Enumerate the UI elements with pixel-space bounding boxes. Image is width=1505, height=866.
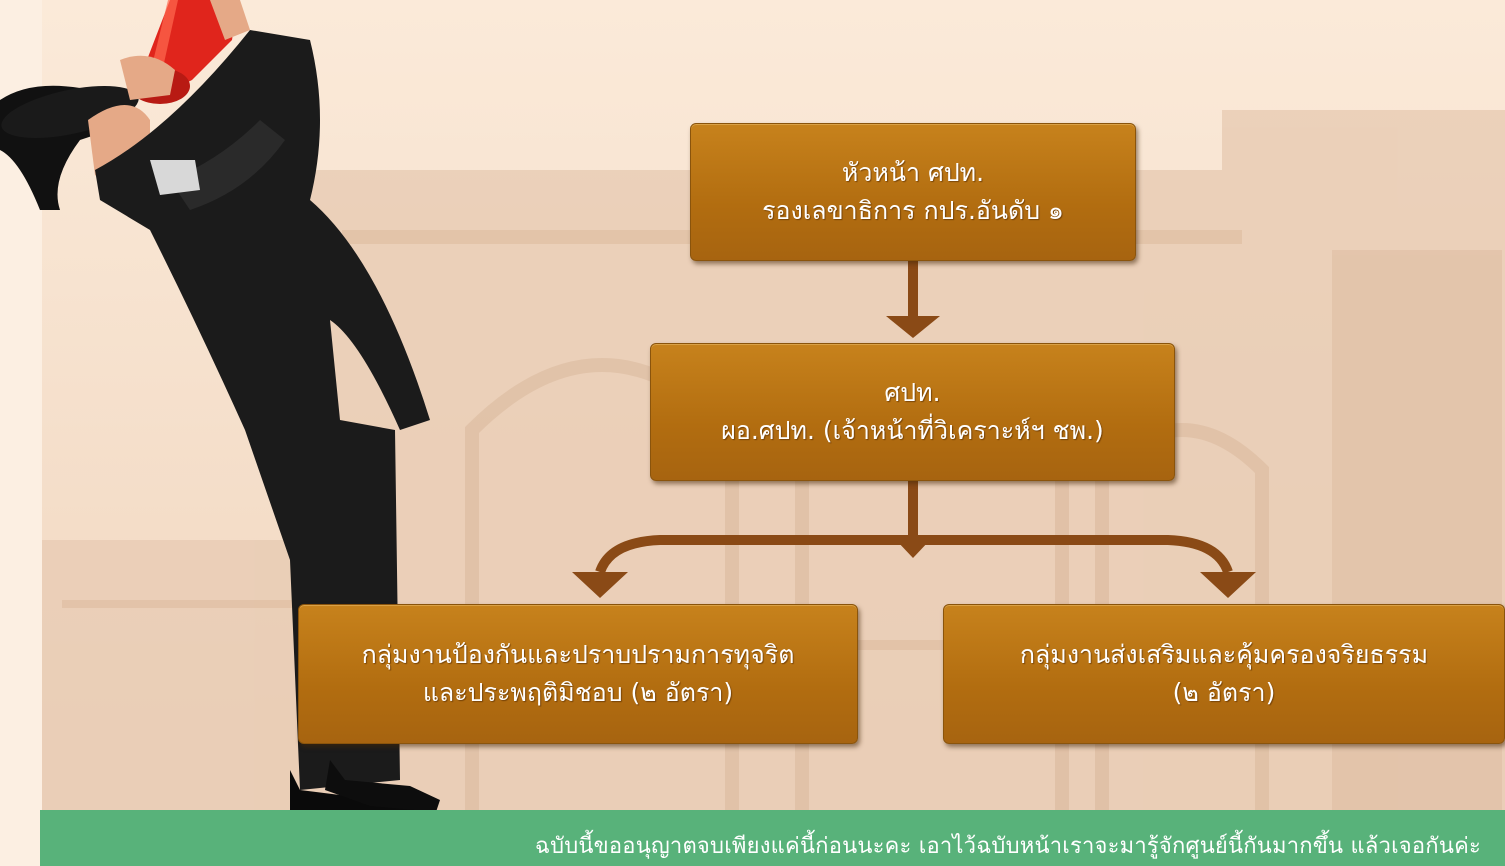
org-box-center: ศปท. ผอ.ศปท. (เจ้าหน้าที่วิเคราะห์ฯ ชพ.) xyxy=(650,343,1175,481)
org-box-group-subtitle: (๒ อัตรา) xyxy=(1172,678,1276,707)
org-box-center-subtitle: ผอ.ศปท. (เจ้าหน้าที่วิเคราะห์ฯ ชพ.) xyxy=(721,416,1104,445)
org-box-group-anticorruption: กลุ่มงานป้องกันและปราบปรามการทุจริต และป… xyxy=(298,604,858,744)
footer-text: ฉบับนี้ขออนุญาตจบเพียงแค่นี้ก่อนนะคะ เอา… xyxy=(534,834,1481,859)
org-box-group-ethics: กลุ่มงานส่งเสริมและคุ้มครองจริยธรรม (๒ อ… xyxy=(943,604,1505,744)
arrow-head-to-center xyxy=(886,260,940,338)
org-box-group-title: กลุ่มงานส่งเสริมและคุ้มครองจริยธรรม xyxy=(1019,640,1429,669)
org-box-head: หัวหน้า ศปท. รองเลขาธิการ กปร.อันดับ ๑ xyxy=(690,123,1136,261)
org-box-center-title: ศปท. xyxy=(884,378,941,407)
arrow-center-to-groups xyxy=(572,480,1256,598)
org-box-group-title: กลุ่มงานป้องกันและปราบปรามการทุจริต xyxy=(361,640,795,669)
org-box-head-subtitle: รองเลขาธิการ กปร.อันดับ ๑ xyxy=(762,196,1064,225)
org-box-head-title: หัวหน้า ศปท. xyxy=(841,158,985,187)
footer-banner: ฉบับนี้ขออนุญาตจบเพียงแค่นี้ก่อนนะคะ เอา… xyxy=(40,810,1505,866)
org-box-group-subtitle: และประพฤติมิชอบ (๒ อัตรา) xyxy=(422,678,734,707)
